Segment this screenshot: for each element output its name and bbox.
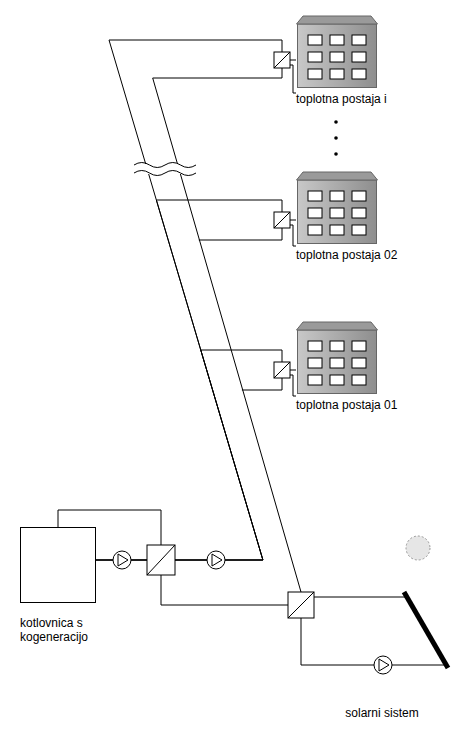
building-icon	[296, 170, 378, 244]
solar-loop-pipe	[340, 597, 407, 598]
substation-building: toplotna postaja 01	[296, 320, 378, 394]
sun-symbol	[406, 536, 430, 560]
pipe-break-symbol	[134, 163, 196, 176]
heat-exchanger-symbol	[147, 545, 175, 575]
return-branch	[199, 228, 282, 240]
node-label: toplotna postaja i	[296, 92, 378, 106]
node-label: toplotna postaja 02	[296, 248, 378, 262]
building-icon	[296, 320, 378, 394]
boiler-room-box: kotlovnica s kogeneracijo	[20, 527, 96, 603]
building-icon	[296, 14, 378, 88]
return-branch	[153, 68, 282, 78]
pipe-connector	[96, 200, 296, 560]
pump-symbol	[113, 551, 392, 674]
pipe-connector	[96, 40, 296, 560]
return-branch	[242, 378, 282, 390]
substation-building: toplotna postaja i	[296, 14, 378, 88]
pipe-connector	[58, 510, 340, 605]
node-label: toplotna postaja 01	[296, 398, 378, 412]
heat-exchanger-symbol	[288, 592, 314, 618]
node-label: solarni sistem	[326, 706, 438, 720]
solar-system-area: solarni sistem	[340, 582, 452, 678]
node-label: kotlovnica s kogeneracijo	[20, 616, 102, 644]
return-pipe	[153, 78, 301, 592]
heat-exchanger-symbol	[274, 52, 290, 378]
continuation-dots	[334, 120, 338, 156]
substation-loop	[290, 65, 296, 93]
solar-collector	[404, 592, 448, 668]
substation-loop	[290, 225, 296, 246]
substation-building: toplotna postaja 02	[296, 170, 378, 244]
pipe-connector	[96, 350, 296, 560]
substation-loop	[290, 375, 296, 396]
